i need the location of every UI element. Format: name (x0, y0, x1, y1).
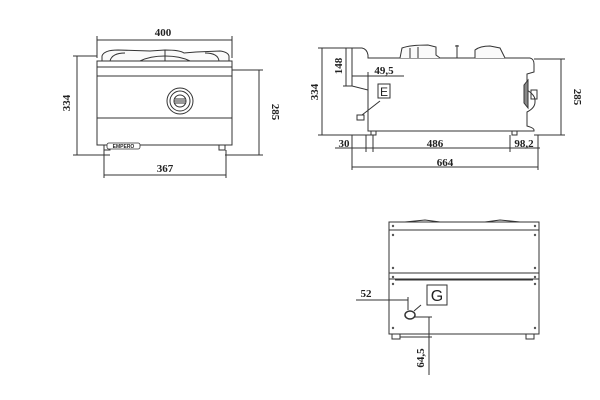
dim-side-height-back: 148 (333, 57, 345, 74)
dim-foot-span: 486 (427, 138, 444, 150)
side-view (318, 44, 565, 170)
dim-depth-total: 664 (437, 157, 454, 169)
dim-foot-offset-left: 30 (339, 138, 351, 150)
dim-front-overhang: 98,2 (514, 138, 534, 150)
brand-label: EMPERO (113, 144, 135, 150)
brand-plate: EMPERO (106, 142, 141, 150)
marker-e: E (377, 83, 391, 99)
dim-height-total: 334 (61, 94, 73, 111)
marker-e-label: E (380, 85, 388, 99)
dim-height-body: 285 (269, 104, 281, 121)
dim-width-feet: 367 (157, 163, 174, 175)
dim-gas-offset-y: 64,5 (415, 348, 427, 368)
front-view (73, 36, 263, 178)
dim-gas-offset-x: 52 (361, 288, 373, 300)
marker-g: G (426, 284, 448, 306)
dim-side-height-total: 334 (309, 83, 321, 100)
marker-g-label: G (431, 288, 443, 305)
dim-side-height-body: 285 (571, 89, 583, 106)
dim-width-top: 400 (155, 27, 172, 39)
dim-offset-e: 49,5 (374, 65, 394, 77)
rear-view (356, 219, 540, 375)
